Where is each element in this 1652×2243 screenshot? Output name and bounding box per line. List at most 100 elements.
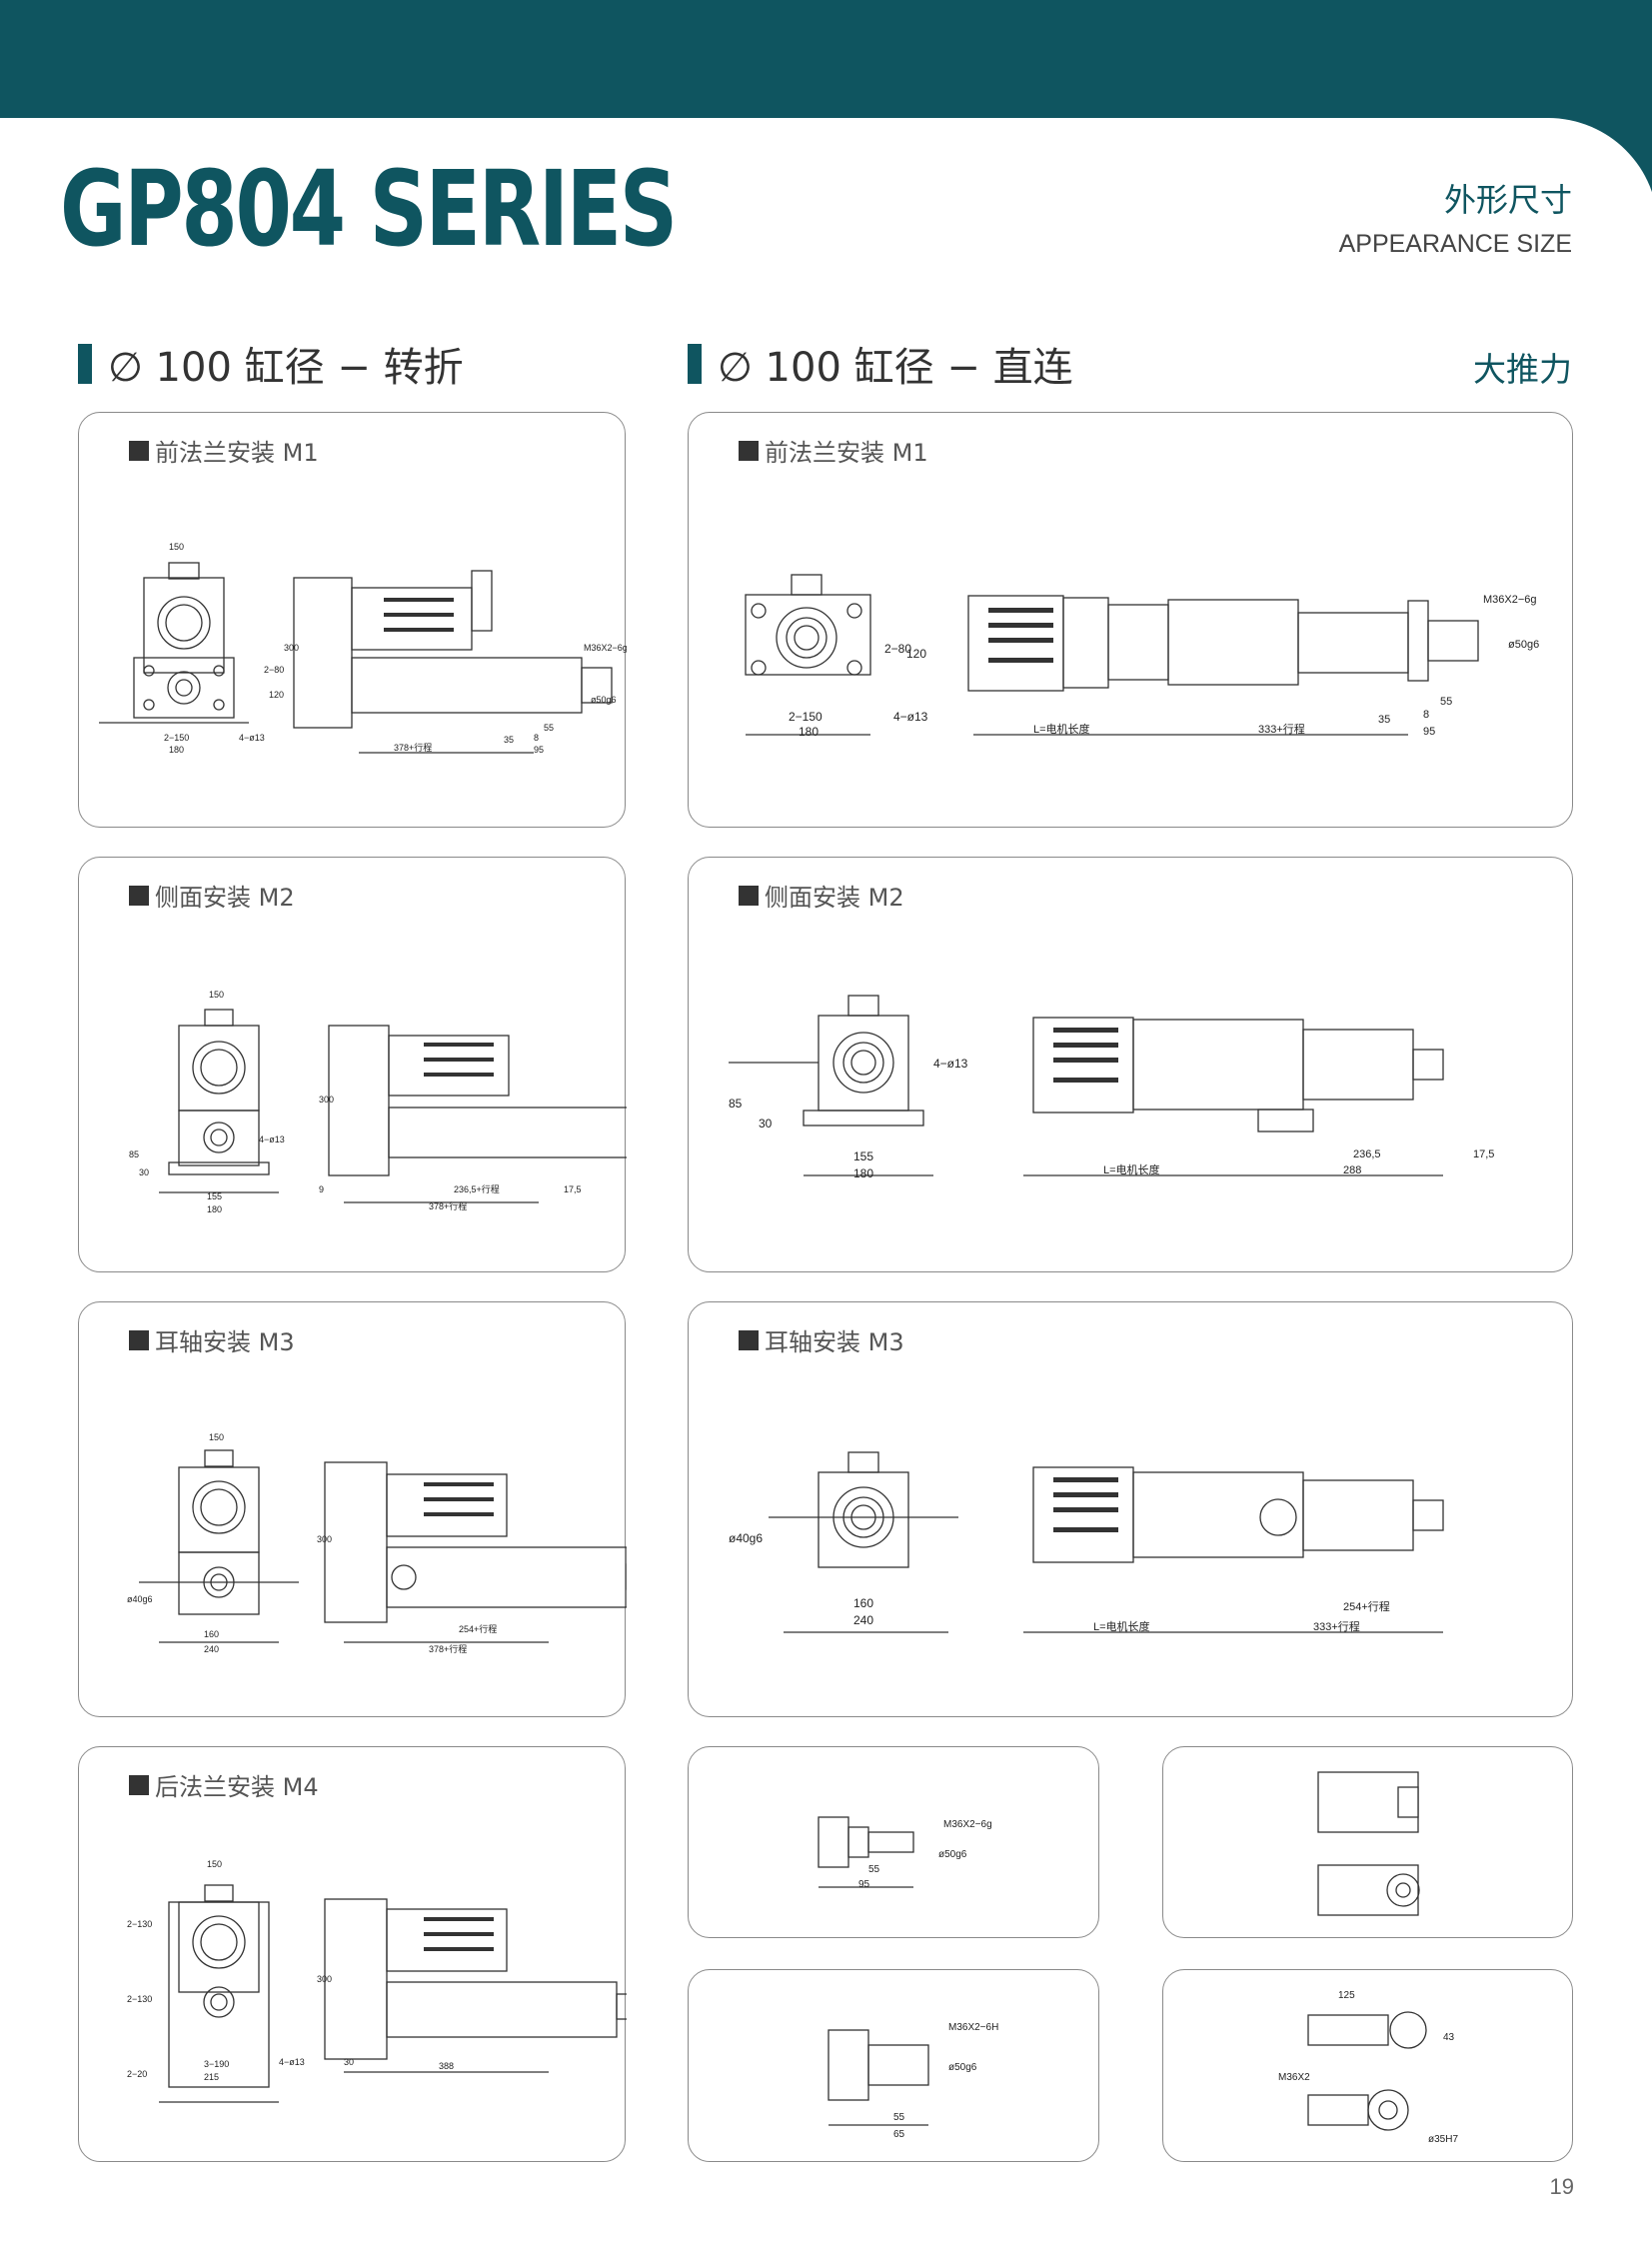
drawing-right-m3: ø40g6 160 240 L=电机长度 254+行程 333+行程 (729, 1451, 1444, 1633)
series-title: GP804 SERIES (60, 148, 678, 270)
drawing-left-m2: 150 300 4−ø13 85 30 155 180 9 236,5+行程 1… (129, 990, 627, 1214)
dim-label: L=电机长度 (1033, 722, 1090, 736)
dim-label: L=电机长度 (1093, 1619, 1150, 1633)
card-label: 耳轴安装 M3 (129, 1322, 295, 1357)
card-label: 前法兰安装 M1 (739, 433, 928, 468)
dim-label: 378+行程 (429, 1643, 467, 1654)
card-rod-end-external: M36X2−6g ø50g6 55 95 (688, 1746, 1099, 1938)
right-section-note: 大推力 (1473, 350, 1572, 389)
drawing-rod-eye: 125 43 M36X2 ø35H7 (1278, 1990, 1458, 2145)
dim-label: 95 (1423, 726, 1435, 738)
card-label: 后法兰安装 M4 (129, 1767, 319, 1802)
dim-label: 65 (893, 2129, 905, 2140)
dim-label: 125 (1338, 1990, 1355, 2001)
dim-label: 35 (504, 735, 514, 745)
dim-label: ø35H7 (1428, 2134, 1458, 2145)
dim-label: 180 (799, 725, 819, 739)
dim-label: 35 (1378, 714, 1390, 726)
left-heading-text: ∅ 100 缸径 − 转折 (108, 345, 464, 391)
card-label: 侧面安装 M2 (129, 878, 295, 913)
page-number: 19 (1549, 2174, 1574, 2199)
dim-label: 300 (319, 1095, 334, 1105)
dim-label: 17,5 (1473, 1148, 1494, 1160)
card-rod-eye: 125 43 M36X2 ø35H7 (1162, 1969, 1573, 2162)
dim-label: 4−ø13 (279, 2057, 305, 2067)
dim-label: 4−ø13 (933, 1057, 968, 1071)
dim-label: 43 (1443, 2032, 1455, 2043)
dim-label: 333+行程 (1258, 723, 1305, 736)
card-left-m1: 前法兰安装 M1 150 2−80 120 300 2−150 180 4−ø1… (78, 412, 627, 828)
dim-label: 236,5+行程 (454, 1183, 500, 1194)
dim-label: 30 (344, 2057, 354, 2067)
right-heading-text: ∅ 100 缸径 − 直连 (718, 345, 1073, 391)
dim-label: 236,5 (1353, 1148, 1381, 1160)
drawing-right-m1: 2−80 120 2−150 180 4−ø13 L=电机长度 333+行程 3… (745, 574, 1539, 739)
dim-label: 3−190 (204, 2059, 229, 2069)
right-section-heading: ∅ 100 缸径 − 直连 (688, 343, 1073, 391)
dim-label: 150 (169, 542, 184, 552)
card-label: 前法兰安装 M1 (129, 433, 319, 468)
dim-label: 160 (204, 1629, 219, 1639)
dim-label: 2−150 (789, 710, 823, 724)
card-clevis (1162, 1746, 1573, 1938)
dim-label: 2−80 (264, 665, 284, 675)
dim-label: ø50g6 (948, 2062, 977, 2073)
drawing-right-m2: 4−ø13 85 30 155 180 L=电机长度 236,5 17,5 28… (729, 995, 1494, 1180)
dim-label: 9 (319, 1184, 324, 1194)
dim-label: 180 (207, 1204, 222, 1214)
left-section-heading: ∅ 100 缸径 − 转折 (78, 343, 464, 391)
subtitle-cn: 外形尺寸 (1443, 181, 1572, 219)
dim-label: 254+行程 (459, 1623, 497, 1634)
drawing-left-m4: 150 2−130 2−130 300 2−20 4−ø13 3−190 215… (127, 1859, 627, 2103)
dim-label: 150 (207, 1859, 222, 1869)
card-right-m1: 前法兰安装 M1 2−80 120 2−150 180 4−ø13 L=电机长度… (688, 412, 1573, 828)
dim-label: 155 (853, 1149, 873, 1163)
dim-label: 30 (139, 1167, 149, 1177)
dim-label: 155 (207, 1191, 222, 1201)
dim-label: 215 (204, 2072, 219, 2082)
dim-label: 180 (169, 745, 184, 755)
card-right-m3: 耳轴安装 M3 ø40g6 160 240 L=电机长度 254+行程 333+… (688, 1301, 1573, 1717)
dim-label: 254+行程 (1343, 1600, 1390, 1613)
dim-label: 4−ø13 (259, 1134, 285, 1144)
dim-label: M36X2−6H (948, 2022, 998, 2033)
dim-label: 120 (906, 647, 926, 661)
dim-label: 240 (204, 1644, 219, 1654)
dim-label: 85 (129, 1149, 139, 1159)
dim-label: 95 (858, 1879, 870, 1890)
card-rod-end-internal: M36X2−6H ø50g6 55 65 (688, 1969, 1099, 2162)
card-right-m2: 侧面安装 M2 4−ø13 85 30 155 180 L=电机长度 236,5… (688, 857, 1573, 1272)
dim-label: 333+行程 (1313, 1620, 1360, 1633)
drawing-left-m3: 150 300 ø40g6 160 240 254+行程 378+行程 (127, 1432, 627, 1654)
dim-label: 120 (269, 690, 284, 700)
dim-label: 4−ø13 (239, 733, 265, 743)
heading-bar (688, 344, 702, 384)
dim-label: M36X2−6g (1483, 594, 1537, 606)
dim-label: 17,5 (564, 1184, 582, 1194)
dim-label: ø50g6 (1508, 639, 1539, 651)
dim-label: 30 (759, 1117, 773, 1130)
dim-label: ø50g6 (591, 695, 617, 705)
dim-label: 4−ø13 (893, 710, 928, 724)
dim-label: 378+行程 (429, 1200, 467, 1211)
header-curve (1538, 100, 1652, 258)
dim-label: 240 (853, 1613, 873, 1627)
card-left-m4: 后法兰安装 M4 150 2−130 2−130 300 2−20 4−ø13 … (78, 1746, 627, 2162)
dim-label: 55 (1440, 696, 1452, 708)
subtitle-en: APPEARANCE SIZE (1338, 230, 1572, 258)
dim-label: ø40g6 (729, 1531, 763, 1545)
dim-label: 288 (1343, 1164, 1361, 1176)
drawing-rod-int: M36X2−6H ø50g6 55 65 (827, 2022, 998, 2140)
dim-label: M36X2−6g (943, 1819, 992, 1830)
dim-label: M36X2 (1278, 2072, 1310, 2083)
dim-label: 150 (209, 1432, 224, 1442)
dim-label: ø40g6 (127, 1594, 153, 1604)
dim-label: 2−20 (127, 2069, 147, 2079)
dim-label: 300 (317, 1974, 332, 1984)
dim-label: 8 (534, 733, 539, 743)
dim-label: 55 (544, 723, 554, 733)
dim-label: 2−150 (164, 733, 189, 743)
drawing-rod-ext: M36X2−6g ø50g6 55 95 (818, 1816, 992, 1890)
dim-label: 8 (1423, 709, 1429, 721)
dim-label: 2−130 (127, 1994, 152, 2004)
